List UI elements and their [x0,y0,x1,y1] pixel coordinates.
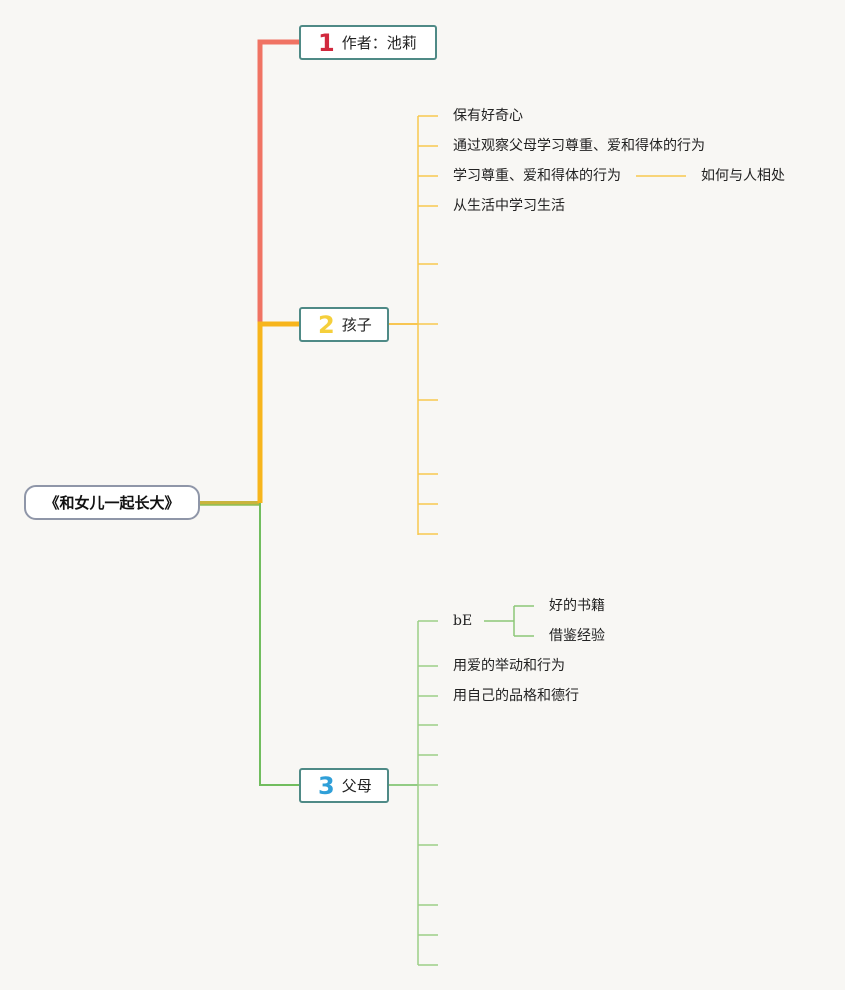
parent-item-character[interactable]: 用自己的品格和德行 [453,688,579,704]
topic-child[interactable]: 2 孩子 [299,307,389,342]
topic-child-label: 孩子 [341,316,372,334]
topic-author-label: 作者：池莉 [341,34,417,52]
child-subitem-get-along[interactable]: 如何与人相处 [701,168,785,184]
topic-parents-label: 父母 [341,777,372,795]
link-topic-1 [257,39,299,503]
parent-item-be[interactable]: bE [453,613,473,629]
root-label: 《和女儿一起长大》 [44,494,180,512]
child-item-learn-respect[interactable]: 学习尊重、爱和得体的行为 [453,168,621,184]
number-2-icon: 2 [318,310,335,339]
child-item-learn-life[interactable]: 从生活中学习生活 [453,198,565,214]
topic-author[interactable]: 1 作者：池莉 [299,25,437,60]
link-be-subitems [484,605,534,637]
child-item-curiosity[interactable]: 保有好奇心 [453,108,523,124]
root-node[interactable]: 《和女儿一起长大》 [24,485,200,520]
link-topic-2-branches [418,115,438,535]
number-3-icon: 3 [318,771,335,800]
child-item-observe-parents[interactable]: 通过观察父母学习尊重、爱和得体的行为 [453,138,705,154]
parent-subitem-books[interactable]: 好的书籍 [549,598,605,614]
parent-item-loving-actions[interactable]: 用爱的举动和行为 [453,658,565,674]
parent-subitem-experience[interactable]: 借鉴经验 [549,628,605,644]
link-topic-3-branches [418,620,438,966]
link-topic-3 [259,503,299,786]
number-1-icon: 1 [318,28,335,57]
topic-parents[interactable]: 3 父母 [299,768,389,803]
link-topic-2 [257,321,299,503]
